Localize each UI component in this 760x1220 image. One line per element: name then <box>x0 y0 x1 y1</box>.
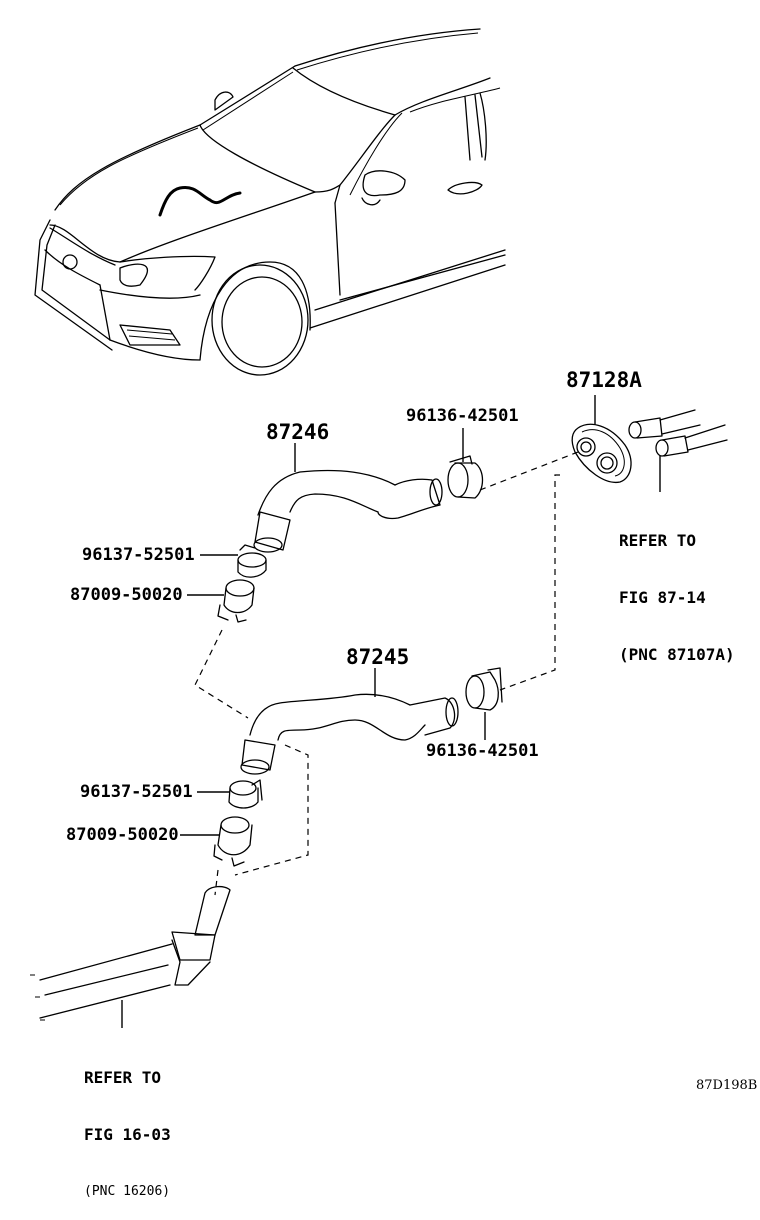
figure-code: 87D198B <box>696 1078 758 1093</box>
clamp-96136-lower-drawing <box>465 667 503 711</box>
reference-fig-87-14[interactable]: REFER TO FIG 87-14 (PNC 87107A) <box>619 493 735 683</box>
parts-diagram-drawing <box>30 28 728 1028</box>
part-label-96137-52501-upper[interactable]: 96137-52501 <box>82 545 195 565</box>
bottom-pipes-drawing <box>30 885 231 1021</box>
part-label-87128A[interactable]: 87128A <box>566 368 642 392</box>
part-label-96136-42501-upper[interactable]: 96136-42501 <box>406 406 519 426</box>
part-label-96137-52501-lower[interactable]: 96137-52501 <box>80 782 193 802</box>
reference-line-3: (PNC 87107A) <box>619 645 735 664</box>
connector-87009-upper-drawing <box>217 579 255 623</box>
reference-line-2: FIG 16-03 <box>84 1125 171 1144</box>
leader-lines <box>121 395 661 1028</box>
reference-fig-16-03[interactable]: REFER TO FIG 16-03 (PNC 16206) <box>84 1030 171 1220</box>
car-illustration <box>34 28 506 376</box>
part-label-87246[interactable]: 87246 <box>266 420 330 444</box>
clamp-96137-upper-drawing <box>237 544 267 578</box>
part-label-87009-50020-lower[interactable]: 87009-50020 <box>66 825 179 845</box>
connector-87009-lower-drawing <box>213 816 253 867</box>
hose-87246-drawing <box>253 469 443 553</box>
reference-line-2: FIG 87-14 <box>619 588 706 607</box>
reference-line-1: REFER TO <box>84 1068 162 1087</box>
hose-87245-drawing <box>240 693 459 775</box>
clamp-96136-upper-drawing <box>447 455 484 499</box>
grommet-87128A-drawing <box>571 409 728 483</box>
reference-line-1: REFER TO <box>619 531 697 550</box>
reference-line-3: (PNC 16206) <box>84 1184 171 1199</box>
connection-dashes <box>194 451 579 896</box>
part-label-87009-50020-upper[interactable]: 87009-50020 <box>70 585 183 605</box>
part-label-87245[interactable]: 87245 <box>346 645 410 669</box>
part-label-96136-42501-lower[interactable]: 96136-42501 <box>426 741 539 761</box>
clamp-96137-lower-drawing <box>228 779 263 809</box>
